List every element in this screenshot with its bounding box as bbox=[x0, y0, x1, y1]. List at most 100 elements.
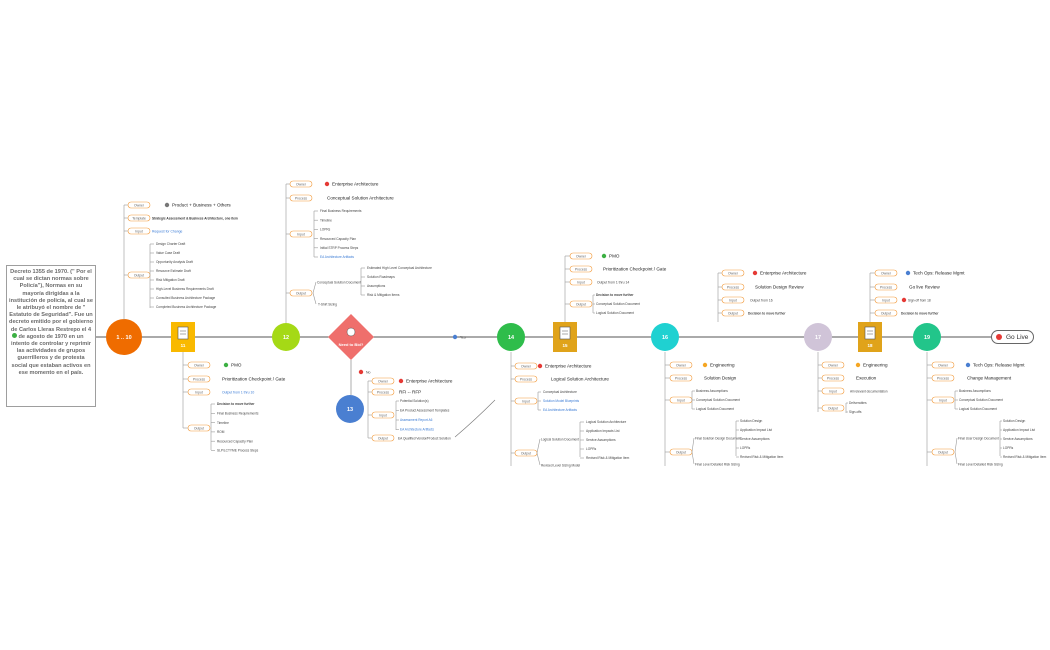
milestone-m16-label: 16 bbox=[662, 335, 668, 341]
milestone-m18-label: 18 bbox=[867, 343, 873, 348]
b13-owner-tag-box bbox=[371, 377, 395, 385]
b15-output-item: Logical Solution Document bbox=[596, 311, 634, 315]
b1-output-item: Opportunity Analysis Draft bbox=[156, 260, 193, 264]
b11-process-value: Prioritization Checkpoint / Gate bbox=[222, 377, 286, 382]
b19-output-tag-box bbox=[874, 309, 898, 317]
b17-input-tag-box bbox=[721, 296, 745, 304]
b13-input-item: EA Architecture Artifacts bbox=[400, 428, 434, 432]
b12-owner-tag-text: Owner bbox=[296, 183, 307, 187]
b19b-output-item: Application Impact List bbox=[1003, 428, 1035, 432]
b1-owner-icon bbox=[164, 202, 170, 208]
b11-output-item: Decision to move further bbox=[217, 402, 255, 406]
b13-process-tag-text: Process bbox=[377, 391, 390, 395]
b14-input-tag-box bbox=[514, 397, 538, 405]
b19b-owner-icon bbox=[965, 362, 971, 368]
b14-input-item: Solution Model Blueprints bbox=[543, 399, 580, 403]
b17-process-tag-text: Process bbox=[727, 286, 740, 290]
b17-output-tag-box bbox=[721, 309, 745, 317]
b16-output-item: Revised Risk & Mitigation Item bbox=[740, 455, 784, 459]
b17-input-value: Output from 16 bbox=[750, 299, 773, 303]
b14-owner-tag-text: Owner bbox=[521, 365, 532, 369]
b15-owner-tag-text: Owner bbox=[576, 255, 587, 259]
b11-output-tag-text: Output bbox=[194, 427, 204, 431]
b12-output-item: Solution Roadmaps bbox=[367, 275, 395, 279]
b11-owner-icon bbox=[223, 362, 229, 368]
b14-output-item: Application Impacts List bbox=[586, 429, 620, 433]
b12-owner-icon bbox=[324, 181, 330, 187]
b14-owner-icon bbox=[537, 363, 543, 369]
b14-process-tag-box bbox=[514, 375, 538, 383]
b12-extra: T-Shirt Sizing bbox=[318, 303, 337, 307]
b16-owner-icon bbox=[702, 362, 708, 368]
b11-output-item: Final Business Requirements bbox=[217, 412, 259, 416]
b15-output-item: Decision to move further bbox=[596, 293, 634, 297]
b12-input-tag-box bbox=[289, 230, 313, 238]
b19-owner-icon bbox=[905, 270, 911, 276]
b13-to-14-connector bbox=[454, 399, 496, 438]
b13-input-tag-box bbox=[371, 411, 395, 419]
go-live-node[interactable]: Go Live bbox=[991, 330, 1034, 344]
b15-owner-icon bbox=[601, 253, 607, 259]
no-icon bbox=[358, 369, 364, 375]
b16-owner-tag-text: Owner bbox=[676, 364, 687, 368]
b17-process-value: Solution Design Review bbox=[755, 285, 804, 290]
b16-input-item: Conceptual Solution Document bbox=[696, 398, 740, 402]
milestone-m19-label: 19 bbox=[924, 335, 930, 341]
b19b-output-item: Service Assumptions bbox=[1003, 437, 1033, 441]
b19-process-value: Go live Review bbox=[909, 285, 940, 290]
b19-process-tag-box bbox=[874, 283, 898, 291]
b12-input-item: Resourced Capacity Plan bbox=[320, 237, 356, 241]
b19b-extra-connector bbox=[954, 451, 958, 465]
b17b-output-tag-box bbox=[821, 404, 845, 412]
b12-process-tag-text: Process bbox=[295, 197, 308, 201]
b17b-process-value: Execution bbox=[856, 376, 877, 381]
b19b-output-head: Final User Design Document bbox=[958, 437, 999, 441]
milestone-m19 bbox=[913, 323, 941, 351]
b19b-output-head-connector bbox=[954, 437, 958, 453]
b16-output-item: LOPRs bbox=[740, 446, 751, 450]
b14-process-tag-text: Process bbox=[520, 378, 533, 382]
b17-owner-value: Enterprise Architecture bbox=[760, 271, 807, 276]
b15-output-tag-box bbox=[569, 300, 593, 308]
note-text: Decreto 1355 de 1970. (" Por el cual se … bbox=[9, 269, 93, 376]
b1-template-tag-box bbox=[127, 214, 151, 222]
b12-input-item: Final Business Requirements bbox=[320, 209, 362, 213]
milestone-m15-label: 15 bbox=[562, 343, 568, 348]
b14-process-value: Logical Solution Architecture bbox=[551, 377, 609, 382]
b17b-process-tag-text: Process bbox=[827, 377, 840, 381]
b13-input-tag-text: Input bbox=[379, 414, 387, 418]
b16-input-tag-text: Input bbox=[677, 399, 685, 403]
b19-output-value: Decision to move further bbox=[901, 312, 939, 316]
b13-input-item: Assessment Report A6 bbox=[400, 418, 433, 422]
b12-input-tag-text: Input bbox=[297, 233, 305, 237]
b15-output-item: Conceptual Solution Document bbox=[596, 302, 640, 306]
milestone-m1-label: 1 .. 10 bbox=[116, 335, 131, 341]
b1-output-item: Completed Business Architecture Package bbox=[156, 305, 216, 309]
b11-output-item: Resourced Capacity Plan bbox=[217, 439, 253, 443]
b1-input-value: Request for Change bbox=[152, 230, 182, 234]
b1-input-tag-box bbox=[127, 227, 151, 235]
b17b-owner-value: Engineering bbox=[863, 363, 888, 368]
b11-process-tag-text: Process bbox=[193, 378, 206, 382]
b14-extra-connector bbox=[536, 452, 541, 466]
b12-output-item: Assumptions bbox=[367, 284, 386, 288]
b15-process-value: Prioritization Checkpoint / Gate bbox=[603, 267, 667, 272]
b11-output-item: SLP/LCTYME Process Steps bbox=[217, 449, 259, 453]
b1-template-tag-text: Template bbox=[132, 217, 146, 221]
no-label: No bbox=[366, 371, 371, 375]
b11-input-value: Output from 1 thru 10 bbox=[222, 391, 254, 395]
b16-process-tag-box bbox=[669, 374, 693, 382]
b17b-owner-tag-box bbox=[821, 361, 845, 369]
b14-output-item: Logical Solution Architecture bbox=[586, 420, 626, 424]
milestone-m12 bbox=[272, 323, 300, 351]
b16-extra: Final Level Detailed Risk Sizing bbox=[695, 463, 740, 467]
b19b-input-tag-box bbox=[931, 396, 955, 404]
b13-output-value: EA Qualified Vendor/Product Solution bbox=[398, 437, 451, 441]
b1-output-item: Risk Mitigation Draft bbox=[156, 278, 185, 282]
b17b-input-tag-text: Input bbox=[829, 390, 837, 394]
b17b-output-item: Sign-offs bbox=[849, 410, 862, 414]
b13-output-tag-box bbox=[371, 434, 395, 442]
decision-diamond bbox=[328, 314, 374, 360]
b16-extra-connector bbox=[691, 451, 695, 465]
go-live-label: Go Live bbox=[1006, 334, 1029, 341]
